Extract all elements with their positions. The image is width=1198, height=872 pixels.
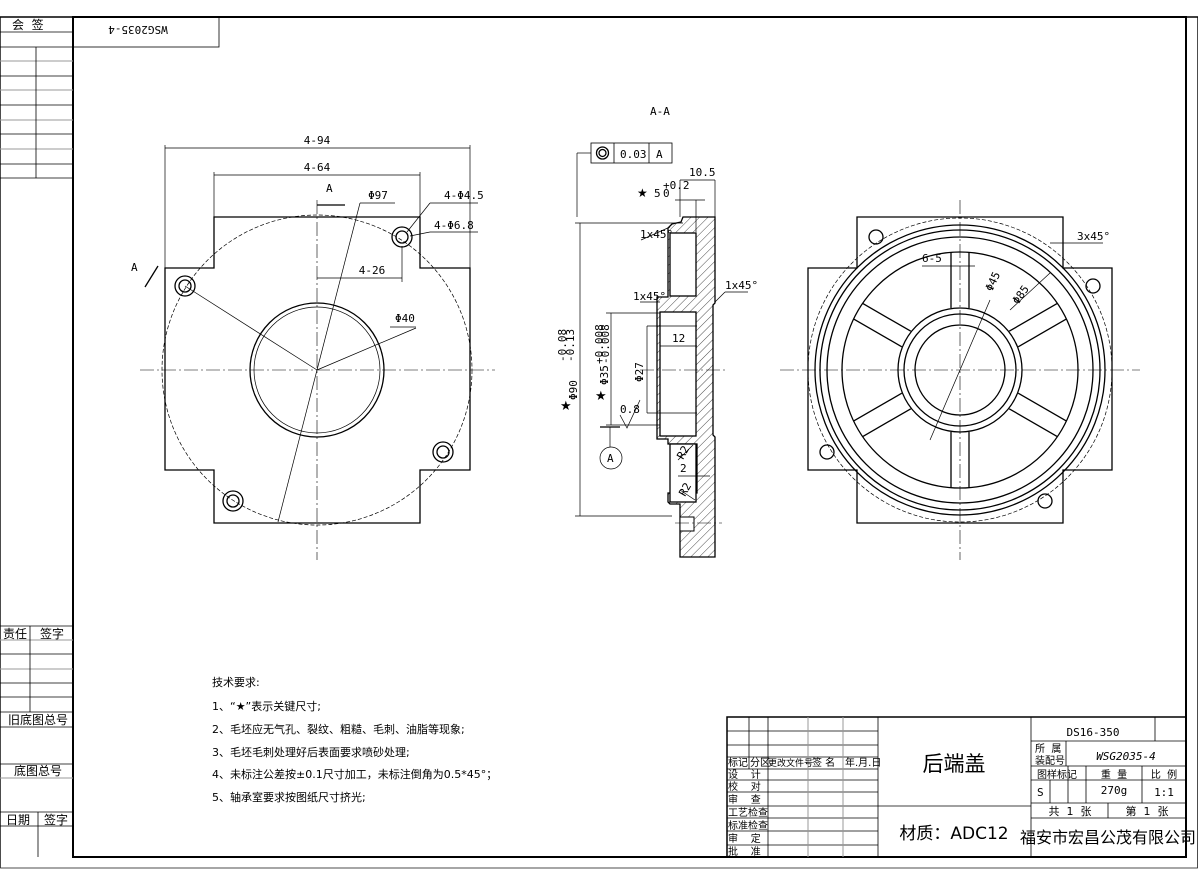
dim-phi35-lower-tol: -0.008 [599,324,612,364]
company-name: 福安市宏昌公茂有限公司 [1020,828,1196,847]
dim-hole-phi4-5: 4-Φ4.5 [444,189,484,202]
dim-3x45: 3x45° [1077,230,1110,243]
dim-phi90: Φ90 [567,380,580,400]
tolerance-datum: A [656,148,663,161]
chamfer-1: 1x45° [640,228,673,241]
model-number: DS16-350 [1067,726,1120,739]
sidebar-signature: 签字 [40,626,64,641]
datum-a-label: A [607,452,614,465]
scale-value: 1:1 [1154,786,1174,799]
dim-phi35-upper-tol: +0.008 [593,324,606,364]
dim-2: 2 [680,462,687,475]
drawing-number-stamp: WSG2035-4 [108,23,168,36]
role-review: 审 查 [728,793,761,806]
role-design: 设 计 [728,768,761,781]
weight-value: 270g [1101,784,1128,797]
note-4: 4、未标注公差按±0.1尺寸加工，未标注倒角为0.5*45°； [212,767,497,781]
dim-phi90-upper-tol: -0.08 [556,329,569,362]
assembly-label-2: 装配号 [1035,754,1065,767]
sheet-total: 共 1 张 [1049,805,1092,818]
surface-roughness: 0.8 [620,403,640,416]
note-5: 5、轴承室要求按图纸尺寸挤光; [212,790,366,804]
part-name: 后端盖 [923,752,986,776]
role-process-check: 工艺检查 [728,806,768,819]
section-label: A-A [650,105,670,118]
dim-phi40: Φ40 [395,312,415,325]
rev-header-doc: 更改文件号 [768,757,813,769]
sidebar-responsibility: 责任 [3,627,27,641]
role-standard-check: 标准检查 [728,819,768,832]
material: 材质：ADC12 [899,824,1008,844]
sidebar-signature-2: 签字 [44,812,68,827]
drawing-number-stamp-box [72,16,220,48]
dim-6-5: 6-5 [922,252,942,265]
dim-r2-lower: R2 [676,481,694,499]
assembly-number: WSG2035-4 [1096,750,1156,763]
note-3: 3、毛坯毛刺处理好后表面要求喷砂处理; [212,745,410,759]
dim-10-5: 10.5 [689,166,716,179]
sidebar-date: 日期 [6,813,30,827]
dim-phi35: Φ35 [598,365,611,385]
notes-title: 技术要求: [212,676,260,689]
dim-4-26: 4-26 [359,264,386,277]
dim-5-lower-tol: 0 [663,187,670,200]
title-block [726,716,1187,858]
rev-header-zone: 分区 [750,757,770,769]
role-proofread: 校 对 [728,780,761,793]
section-view [575,142,748,558]
note-1: 1、“★”表示关键尺寸; [212,699,321,713]
dim-phi27: Φ27 [633,362,646,382]
sheet-number: 第 1 张 [1126,804,1169,818]
sidebar-old-base-number: 旧底图总号 [8,712,68,727]
role-approve: 审 定 [728,832,761,845]
key-star-icon: ★ [637,186,648,200]
sidebar-table [0,31,73,857]
dim-12: 12 [672,332,685,345]
rev-header-sign: 签 名 [812,756,835,769]
mounting-holes [174,226,454,512]
dim-hole-phi6-8: 4-Φ6.8 [434,219,474,232]
rear-view [780,200,1140,560]
sample-mark-label: 图样标记 [1037,768,1077,781]
dim-4-94: 4-94 [304,134,331,147]
drawing-frame [72,16,1187,858]
weight-label: 重 量 [1101,768,1127,781]
dim-phi90-lower-tol: -0.13 [564,329,577,362]
role-authorize: 批 准 [728,845,761,858]
key-star-icon: ★ [560,399,572,414]
dim-5-upper-tol: +0.2 [663,179,690,192]
scale-label: 比 例 [1151,768,1177,781]
front-view [140,145,495,560]
rev-header-mark: 标记 [728,757,748,769]
assembly-label-1: 所 属 [1035,743,1061,755]
rev-header-date: 年.月.日 [845,756,881,769]
key-star-icon: ★ [595,389,607,404]
dim-r2-upper: R2 [674,444,692,462]
note-2: 2、毛坯应无气孔、裂纹、粗糙、毛刺、油脂等现象; [212,722,465,736]
technical-notes: 技术要求: 1、“★”表示关键尺寸; 2、毛坯应无气孔、裂纹、粗糙、毛刺、油脂等… [212,676,497,804]
dim-5: 5 [654,187,661,200]
section-marker-top: A [326,182,333,195]
sidebar-base-number: 底图总号 [14,763,62,778]
dim-4-64: 4-64 [304,161,331,174]
mark-value: S [1037,786,1044,799]
dim-phi85: Φ85 [1010,283,1032,307]
section-marker-left: A [131,261,138,274]
chamfer-2: 1x45° [633,290,666,303]
dim-phi45: Φ45 [983,270,1003,294]
chamfer-3: 1x45° [725,279,758,292]
tolerance-value: 0.03 [620,148,647,161]
sidebar-countersign: 会 签 [12,17,44,32]
dim-phi97: Φ97 [368,189,388,202]
